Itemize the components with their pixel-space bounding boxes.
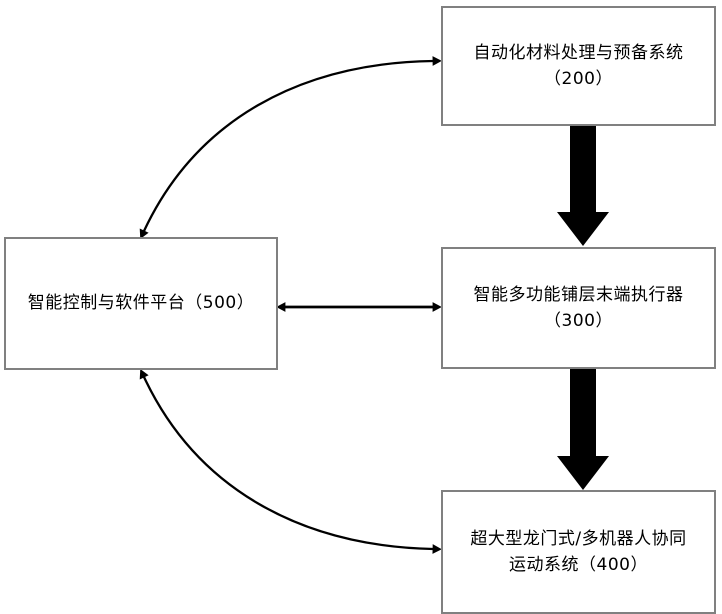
node-500-label: 智能控制与软件平台（500） [27, 293, 255, 314]
node-400-label: 超大型龙门式/多机器人协同 运动系统（400） [470, 528, 687, 575]
node-300-label: 智能多功能铺层末端执行器 （300） [473, 284, 684, 331]
node-200-label: 自动化材料处理与预备系统 （200） [473, 42, 684, 89]
node-intelligent-control-software-platform[interactable]: 智能控制与软件平台（500） [4, 237, 278, 370]
node-gantry-multi-robot-motion-system[interactable]: 超大型龙门式/多机器人协同 运动系统（400） [441, 490, 716, 614]
edge-control-platform-to-motion-system [139, 369, 442, 554]
node-intelligent-layup-end-effector[interactable]: 智能多功能铺层末端执行器 （300） [441, 247, 716, 369]
node-automated-material-handling-system[interactable]: 自动化材料处理与预备系统 （200） [441, 6, 716, 126]
edge-material-system-to-end-effector [557, 126, 609, 246]
edge-end-effector-to-motion-system [557, 369, 609, 490]
edge-control-platform-to-material-system [139, 56, 442, 239]
